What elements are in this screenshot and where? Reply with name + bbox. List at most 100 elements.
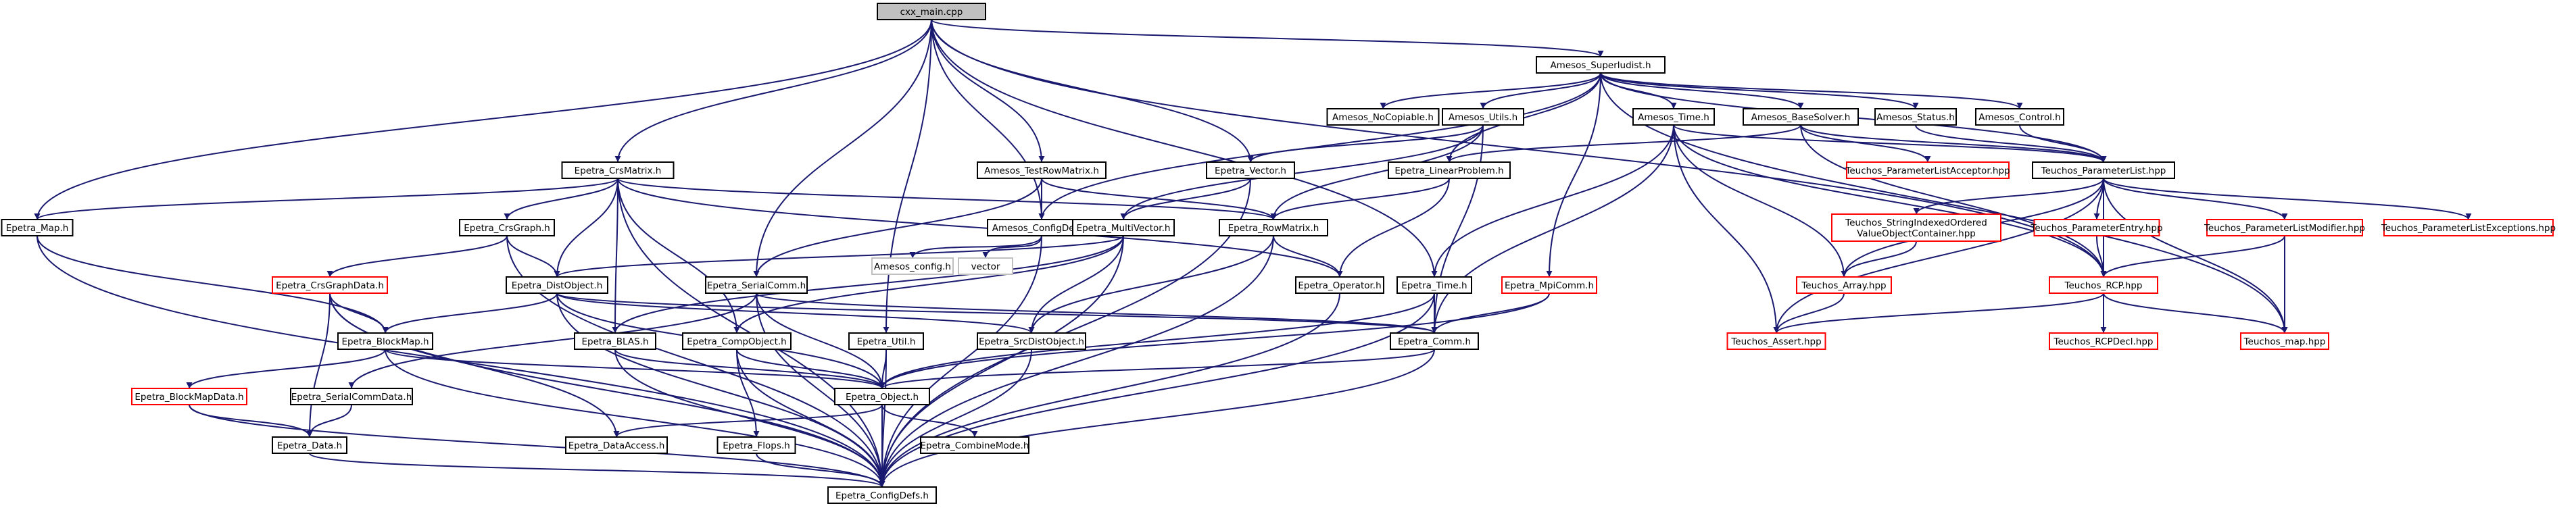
- node-label: Epetra_CompObject.h: [687, 336, 787, 347]
- node-elp[interactable]: Epetra_LinearProblem.h: [1388, 161, 1511, 179]
- edge-erm-to-esdo: [1028, 235, 1274, 334]
- node-ecd[interactable]: Epetra_ConfigDefs.h: [827, 486, 937, 504]
- edge-edo-to-esdo: [556, 292, 1035, 334]
- node-abase[interactable]: Amesos_BaseSolver.h: [1743, 108, 1859, 126]
- edge-tpl-to-tple: [2103, 178, 2472, 220]
- node-escd[interactable]: Epetra_SerialCommData.h: [290, 388, 413, 405]
- node-tpe[interactable]: Teuchos_ParameterEntry.hpp: [2030, 219, 2163, 236]
- node-crsm[interactable]: Epetra_CrsMatrix.h: [561, 161, 675, 179]
- node-label: Amesos_ConfigDefs.h: [992, 223, 1091, 234]
- node-tplacc[interactable]: Teuchos_ParameterListAcceptor.hpp: [1845, 161, 2010, 179]
- edge-amsu-to-elp: [1446, 72, 1601, 163]
- edge-autil-to-evec: [1247, 124, 1484, 163]
- edge-abase-to-tpl: [1800, 124, 2107, 163]
- edge-crsm-to-crsg: [504, 178, 618, 220]
- node-actrl[interactable]: Amesos_Control.h: [1975, 108, 2064, 126]
- node-empi[interactable]: Epetra_MpiComm.h: [1501, 276, 1597, 294]
- node-label: Epetra_DistObject.h: [512, 280, 603, 291]
- node-eutil[interactable]: Epetra_Util.h: [848, 332, 924, 350]
- node-erm[interactable]: Epetra_RowMatrix.h: [1219, 219, 1328, 236]
- node-emv[interactable]: Epetra_MultiVector.h: [1072, 219, 1175, 236]
- node-autil[interactable]: Amesos_Utils.h: [1442, 108, 1524, 126]
- edge-etime-to-ecd: [879, 292, 1435, 488]
- edge-atime-to-tarr: [1673, 124, 1847, 278]
- node-box: [131, 388, 247, 405]
- node-tarr[interactable]: Teuchos_Array.hpp: [1796, 276, 1892, 294]
- node-edo[interactable]: Epetra_DistObject.h: [506, 276, 608, 294]
- node-eda[interactable]: Epetra_DataAccess.h: [565, 436, 668, 454]
- edge-autil-to-ecomm: [1431, 124, 1484, 334]
- node-ecomm[interactable]: Epetra_Comm.h: [1390, 332, 1479, 350]
- node-label: ValueObjectContainer.hpp: [1857, 228, 1976, 239]
- node-ecgd[interactable]: Epetra_CrsGraphData.h: [272, 276, 388, 294]
- node-box: [2206, 219, 2363, 236]
- edge-etime-to-eobj: [879, 292, 1435, 389]
- node-eop[interactable]: Epetra_Operator.h: [1295, 276, 1384, 294]
- edge-ecomm-to-eobj: [879, 349, 1435, 389]
- node-tplm[interactable]: Teuchos_ParameterListModifier.hpp: [2204, 219, 2365, 236]
- node-label: Teuchos_Array.hpp: [1801, 280, 1886, 291]
- node-box: [1874, 108, 1957, 126]
- edge-tpl-to-tplm: [2103, 178, 2288, 220]
- node-label: Epetra_LinearProblem.h: [1394, 165, 1503, 176]
- node-label: Epetra_Object.h: [846, 392, 919, 403]
- edge-trcp-to-tasrt: [1773, 292, 2104, 334]
- node-astat[interactable]: Amesos_Status.h: [1874, 108, 1957, 126]
- node-box: [1295, 276, 1384, 294]
- node-box: [1326, 108, 1440, 126]
- node-esc[interactable]: Epetra_SerialComm.h: [705, 276, 808, 294]
- node-label: Amesos_config.h: [874, 261, 951, 272]
- node-ecomp[interactable]: Epetra_CompObject.h: [682, 332, 792, 350]
- node-tmap[interactable]: Teuchos_map.hpp: [2240, 332, 2329, 350]
- edge-actrl-to-tpl: [2019, 124, 2107, 163]
- node-label: Amesos_Control.h: [1978, 112, 2060, 123]
- node-esdo[interactable]: Epetra_SrcDistObject.h: [977, 332, 1086, 350]
- edge-root-to-crsm: [614, 19, 932, 163]
- node-eobj[interactable]: Epetra_Object.h: [834, 388, 930, 405]
- node-eflops[interactable]: Epetra_Flops.h: [716, 436, 796, 454]
- node-ebm[interactable]: Epetra_BlockMap.h: [337, 332, 433, 350]
- node-trm[interactable]: Amesos_TestRowMatrix.h: [977, 161, 1107, 179]
- node-emap[interactable]: Epetra_Map.h: [1, 219, 74, 236]
- node-evec[interactable]: Epetra_Vector.h: [1206, 161, 1295, 179]
- edge-elp-to-eop: [1336, 178, 1450, 278]
- node-trcpd[interactable]: Teuchos_RCPDecl.hpp: [2049, 332, 2158, 350]
- node-etime[interactable]: Epetra_Time.h: [1396, 276, 1472, 294]
- edge-atime-to-tpl: [1673, 124, 2107, 163]
- edge-acd-to-vector: [982, 235, 1042, 259]
- edge-root-to-amsu: [931, 19, 1604, 57]
- node-label: Teuchos_RCPDecl.hpp: [2053, 336, 2154, 347]
- edge-evec-to-emv: [1120, 178, 1251, 220]
- node-tsivo[interactable]: Teuchos_StringIndexedOrderedValueObjectC…: [1831, 213, 2001, 242]
- node-atime[interactable]: Amesos_Time.h: [1632, 108, 1715, 126]
- edge-amsu-to-autil: [1480, 72, 1601, 109]
- node-box: [574, 332, 656, 350]
- node-ecm[interactable]: Epetra_CombineMode.h: [920, 436, 1029, 454]
- node-root[interactable]: cxx_main.cpp: [877, 3, 986, 20]
- edge-esc-to-eobj: [756, 292, 885, 389]
- edge-ebmd-to-ecd: [189, 404, 885, 488]
- edge-amsu-to-empi: [1546, 72, 1601, 278]
- edge-ebmd-to-edata: [189, 404, 313, 438]
- node-box: [977, 332, 1086, 350]
- node-box: [958, 257, 1013, 275]
- edge-amsu-to-astat: [1600, 72, 1919, 109]
- node-ebmd[interactable]: Epetra_BlockMapData.h: [131, 388, 247, 405]
- node-nocop[interactable]: Amesos_NoCopiable.h: [1326, 108, 1440, 126]
- node-edata[interactable]: Epetra_Data.h: [272, 436, 347, 454]
- node-tasrt[interactable]: Teuchos_Assert.hpp: [1726, 332, 1826, 350]
- edge-erm-to-ecd: [879, 235, 1274, 488]
- node-box: [1206, 161, 1295, 179]
- node-box: [1390, 332, 1479, 350]
- edge-eblas-to-ecd: [614, 349, 885, 488]
- edge-abase-to-trcp: [1800, 124, 2107, 278]
- node-crsg[interactable]: Epetra_CrsGraph.h: [459, 219, 555, 236]
- edge-esc-to-ecomm: [756, 292, 1438, 334]
- node-tple[interactable]: Teuchos_ParameterListExceptions.hpp: [2381, 219, 2556, 236]
- node-tpl[interactable]: Teuchos_ParameterList.hpp: [2032, 161, 2175, 179]
- node-amsu[interactable]: Amesos_Superludist.h: [1536, 56, 1666, 74]
- edge-root-to-esc: [753, 19, 932, 278]
- node-label: Teuchos_RCP.hpp: [2064, 280, 2143, 291]
- node-eblas[interactable]: Epetra_BLAS.h: [574, 332, 656, 350]
- node-trcp[interactable]: Teuchos_RCP.hpp: [2049, 276, 2158, 294]
